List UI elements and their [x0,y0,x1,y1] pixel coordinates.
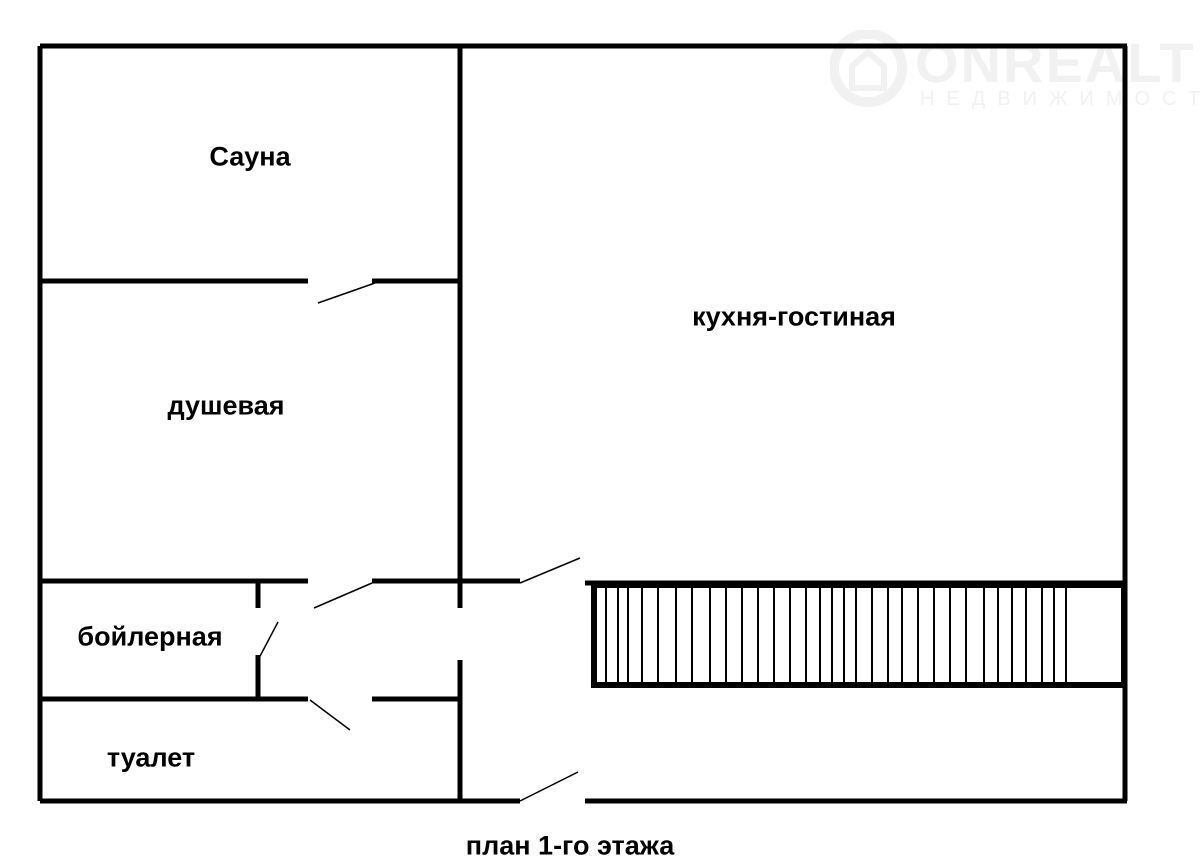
door-boiler [257,621,279,661]
room-label-kitchen-living: кухня-гостиная [692,301,896,332]
door-kitchen [519,557,581,584]
doors [257,282,581,802]
plan-caption: план 1-го этажа [465,830,675,861]
door-entrance [519,771,579,802]
walls [37,43,1128,804]
room-label-toilet: туалет [106,742,196,773]
house-pin-icon [830,30,907,107]
watermark-brand: ONREALT [915,31,1196,94]
door-toilet [309,699,351,731]
door-sauna [317,282,376,304]
staircase [591,582,1127,688]
watermark-subtitle: НЕДВИЖИМОСТЬ [920,88,1200,110]
room-label-shower: душевая [167,390,285,421]
door-shower [313,582,373,609]
room-label-boiler: бойлерная [77,621,223,652]
room-label-sauna: Сауна [209,141,291,172]
